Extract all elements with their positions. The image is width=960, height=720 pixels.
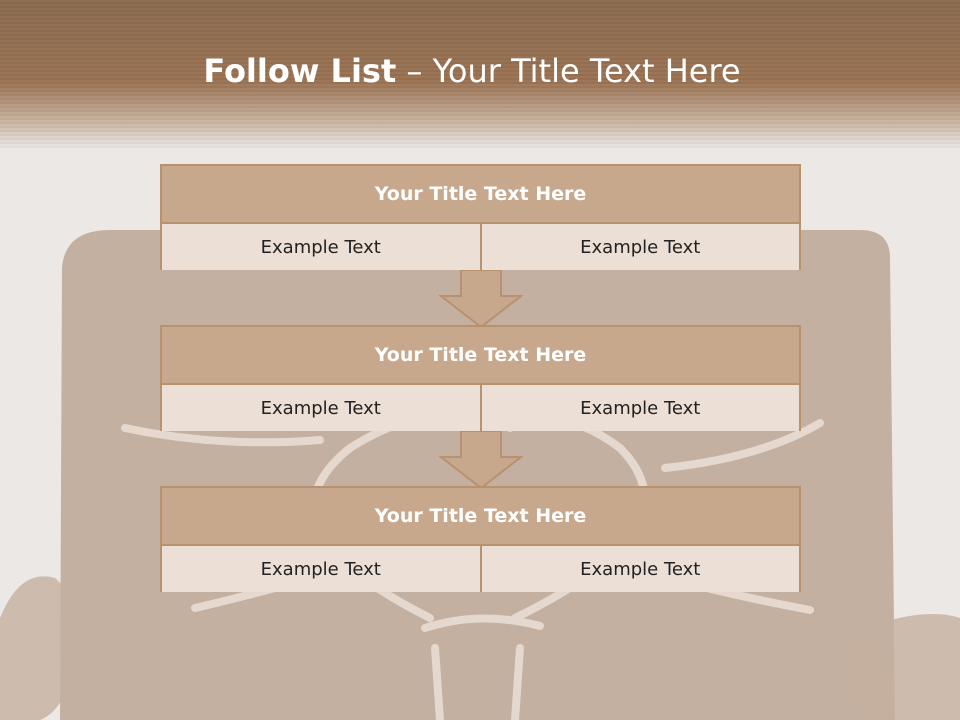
block-row: Example Text Example Text [162,224,799,270]
block-row: Example Text Example Text [162,546,799,592]
down-arrow-icon [439,270,523,328]
slide-title: Follow List – Your Title Text Here [0,52,944,90]
list-block-2: Your Title Text Here Example Text Exampl… [160,325,801,431]
down-arrow-icon [439,431,523,489]
block-row: Example Text Example Text [162,385,799,431]
block-title: Your Title Text Here [162,488,799,546]
block-cell-right: Example Text [479,224,799,270]
list-block-1: Your Title Text Here Example Text Exampl… [160,164,801,270]
block-cell-left: Example Text [162,385,480,431]
block-title: Your Title Text Here [162,166,799,224]
block-cell-left: Example Text [162,546,480,592]
slide-title-rest: – Your Title Text Here [396,52,741,90]
header-band [0,0,960,148]
block-cell-right: Example Text [479,546,799,592]
list-block-3: Your Title Text Here Example Text Exampl… [160,486,801,592]
slide-title-bold: Follow List [203,52,397,90]
block-cell-left: Example Text [162,224,480,270]
block-cell-right: Example Text [479,385,799,431]
block-title: Your Title Text Here [162,327,799,385]
